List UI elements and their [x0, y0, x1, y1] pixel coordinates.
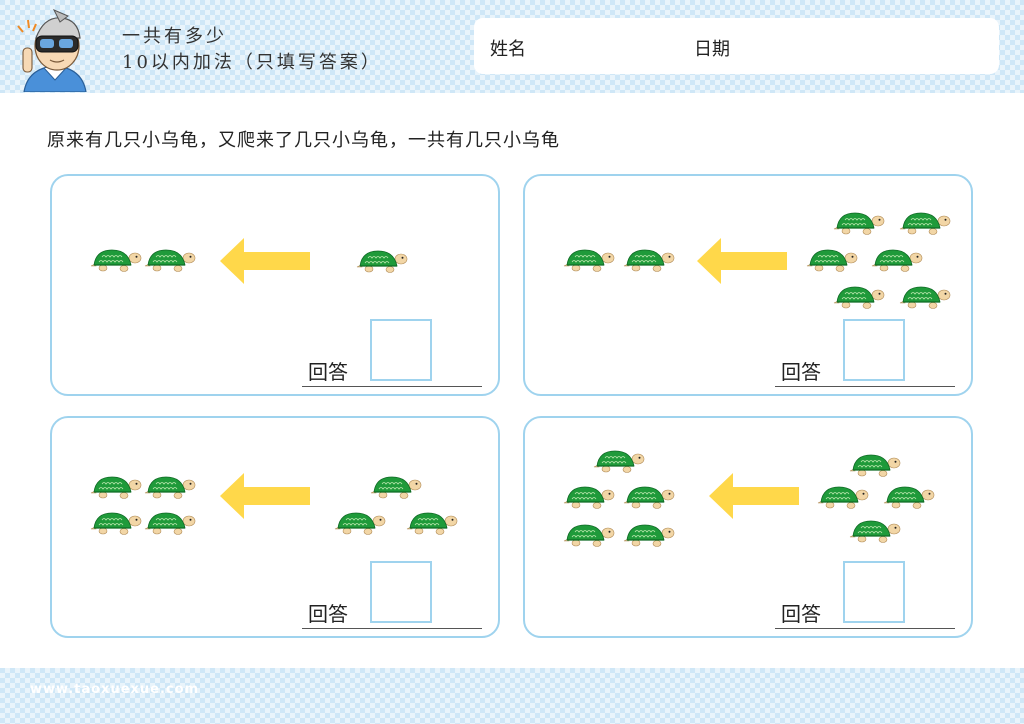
- answer-line: [302, 628, 482, 629]
- answer-line: [775, 386, 955, 387]
- turtle-icon: [593, 448, 645, 474]
- turtle-icon: [849, 452, 901, 478]
- turtle-icon: [883, 484, 935, 510]
- answer-line: [775, 628, 955, 629]
- answer-line: [302, 386, 482, 387]
- turtle-icon: [833, 284, 885, 310]
- turtle-icon: [563, 484, 615, 510]
- turtle-icon: [406, 510, 458, 536]
- answer-box[interactable]: [843, 561, 905, 623]
- turtle-icon: [623, 247, 675, 273]
- arrow-left-icon: [709, 473, 799, 519]
- turtle-icon: [144, 247, 196, 273]
- turtle-icon: [623, 522, 675, 548]
- footer-band: [0, 668, 1024, 724]
- turtle-icon: [806, 247, 858, 273]
- problem-card-4: 回答: [523, 416, 973, 638]
- turtle-icon: [90, 510, 142, 536]
- arrow-left-icon: [220, 473, 310, 519]
- arrow-left-icon: [697, 238, 787, 284]
- turtle-icon: [899, 284, 951, 310]
- turtle-icon: [356, 248, 408, 274]
- name-date-box: 姓名 日期: [474, 18, 999, 74]
- turtle-icon: [563, 247, 615, 273]
- turtle-icon: [90, 247, 142, 273]
- worksheet-subtitle: 10以内加法（只填写答案）: [122, 52, 382, 73]
- date-label: 日期: [694, 39, 730, 60]
- turtle-icon: [833, 210, 885, 236]
- vr-headset-boy-icon: [17, 9, 87, 92]
- answer-box[interactable]: [370, 319, 432, 381]
- turtle-icon: [899, 210, 951, 236]
- answer-label: 回答: [308, 602, 348, 626]
- problem-card-3: 回答: [50, 416, 500, 638]
- answer-label: 回答: [781, 602, 821, 626]
- turtle-icon: [334, 510, 386, 536]
- turtle-icon: [144, 474, 196, 500]
- problem-card-2: 回答: [523, 174, 973, 396]
- turtle-icon: [871, 247, 923, 273]
- turtle-icon: [817, 484, 869, 510]
- turtle-icon: [563, 522, 615, 548]
- answer-box[interactable]: [843, 319, 905, 381]
- answer-box[interactable]: [370, 561, 432, 623]
- turtle-icon: [144, 510, 196, 536]
- turtle-icon: [623, 484, 675, 510]
- turtle-icon: [90, 474, 142, 500]
- worksheet-title: 一共有多少: [122, 26, 227, 47]
- answer-label: 回答: [308, 360, 348, 384]
- arrow-left-icon: [220, 238, 310, 284]
- turtle-icon: [849, 518, 901, 544]
- answer-label: 回答: [781, 360, 821, 384]
- instruction-text: 原来有几只小乌龟，又爬来了几只小乌龟，一共有几只小乌龟: [47, 130, 560, 151]
- name-label: 姓名: [490, 39, 526, 60]
- turtle-icon: [370, 474, 422, 500]
- problem-card-1: 回答: [50, 174, 500, 396]
- site-url: www.taoxuexue.com: [30, 682, 200, 697]
